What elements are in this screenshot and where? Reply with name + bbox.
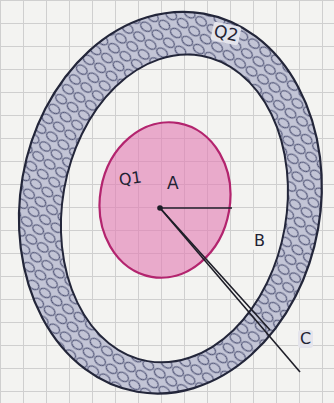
radius-label: C	[298, 330, 313, 348]
radius-line	[160, 208, 270, 330]
radius-line	[160, 208, 300, 372]
radius-line	[160, 207, 232, 209]
charge-label: Q1	[116, 168, 145, 189]
shell-inner-edge	[37, 36, 311, 380]
sphere-disc	[95, 118, 235, 282]
centre-dot	[157, 205, 163, 211]
radius-label: B	[252, 232, 267, 250]
charged-sphere: Q1 A	[95, 118, 235, 282]
sphere-outline	[95, 118, 235, 282]
sphere-group	[95, 118, 235, 282]
charge-label: A	[165, 174, 181, 193]
